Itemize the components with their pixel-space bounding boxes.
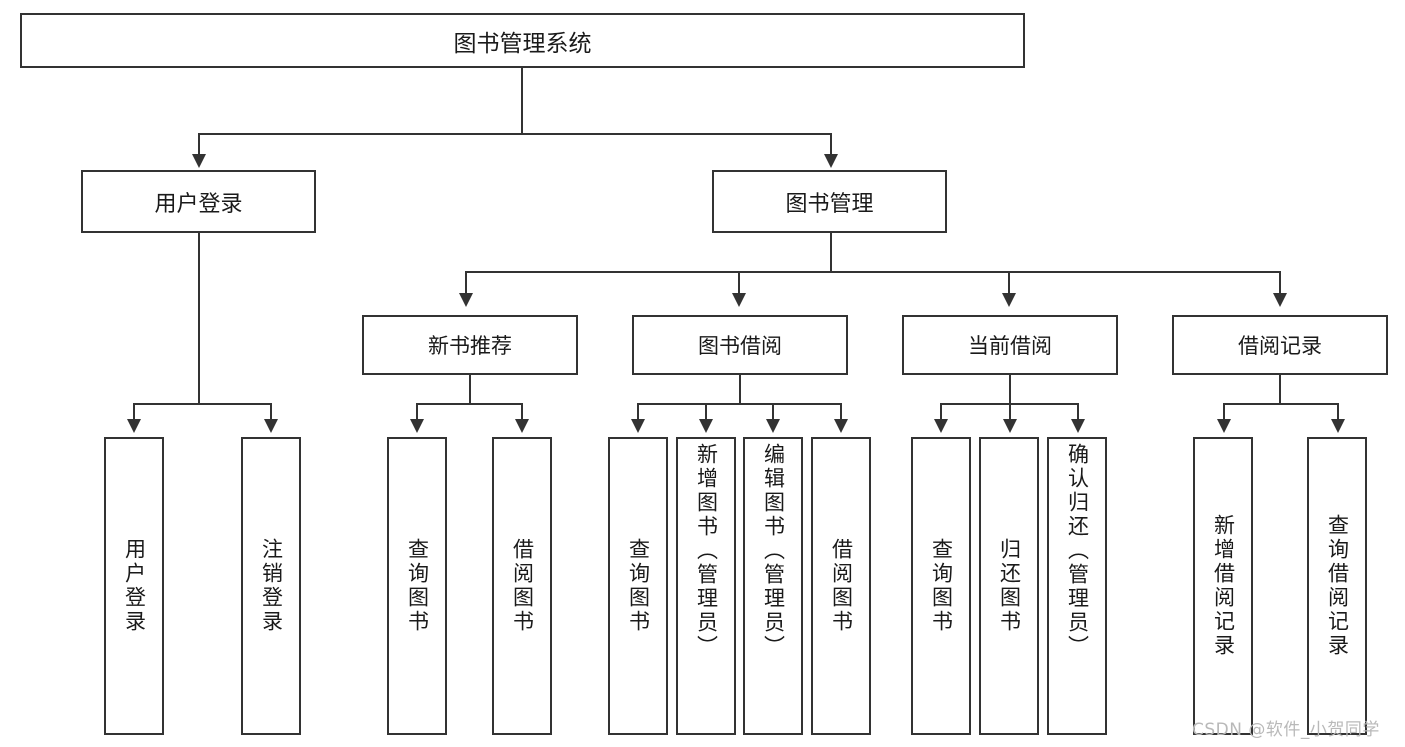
leaf-borrow-records-add-record[interactable]: 新增借阅记录 — [1193, 437, 1253, 735]
connector-book-manage-to-l3-3 — [1279, 271, 1281, 295]
node-new-book-recommend[interactable]: 新书推荐 — [362, 315, 578, 375]
node-user-login[interactable]: 用户登录 — [81, 170, 316, 233]
connector-borrow-records-stem — [1279, 375, 1281, 403]
leaf-user-login-logout[interactable]: 注销登录 — [241, 437, 301, 735]
arrow-user-login-leaf-1 — [264, 419, 278, 433]
connector-book-manage-to-l3-2 — [1008, 271, 1010, 295]
leaf-user-login-login[interactable]: 用户登录 — [104, 437, 164, 735]
connector-new-book-stem — [469, 375, 471, 403]
leaf-borrow-records-query-record[interactable]: 查询借阅记录 — [1307, 437, 1367, 735]
node-borrow-records[interactable]: 借阅记录 — [1172, 315, 1388, 375]
node-root-library-system[interactable]: 图书管理系统 — [20, 13, 1025, 68]
connector-book-borrow-bus — [637, 403, 841, 405]
connector-book-borrow-stem — [739, 375, 741, 403]
connector-user-login-bus — [133, 403, 272, 405]
connector-new-book-to-leaf-1 — [521, 403, 523, 421]
arrow-borrow-records-leaf-0 — [1217, 419, 1231, 433]
connector-user-login-to-leaf-1 — [270, 403, 272, 421]
connector-book-manage-bus — [465, 271, 1281, 273]
arrow-book-manage-l3-2 — [1002, 293, 1016, 307]
connector-current-borrow-to-leaf-0 — [940, 403, 942, 421]
arrow-book-borrow-leaf-0 — [631, 419, 645, 433]
connector-new-book-to-leaf-0 — [416, 403, 418, 421]
leaf-new-book-borrow-book[interactable]: 借阅图书 — [492, 437, 552, 735]
arrow-root-to-user-login — [192, 154, 206, 168]
connector-borrow-records-to-leaf-1 — [1337, 403, 1339, 421]
connector-current-borrow-to-leaf-1 — [1009, 403, 1011, 421]
connector-borrow-records-bus — [1223, 403, 1337, 405]
leaf-book-borrow-edit-book-admin[interactable]: 编辑图书（管理员） — [743, 437, 803, 735]
connector-current-borrow-stem — [1009, 375, 1011, 403]
arrow-current-borrow-leaf-0 — [934, 419, 948, 433]
arrow-new-book-leaf-0 — [410, 419, 424, 433]
arrow-current-borrow-leaf-1 — [1003, 419, 1017, 433]
arrow-new-book-leaf-1 — [515, 419, 529, 433]
arrow-book-manage-l3-0 — [459, 293, 473, 307]
connector-user-login-stem — [198, 233, 200, 403]
arrow-book-manage-l3-3 — [1273, 293, 1287, 307]
node-book-management[interactable]: 图书管理 — [712, 170, 947, 233]
leaf-new-book-query-book[interactable]: 查询图书 — [387, 437, 447, 735]
connector-root-stem — [521, 68, 523, 133]
arrow-book-borrow-leaf-1 — [699, 419, 713, 433]
connector-new-book-bus — [416, 403, 523, 405]
leaf-book-borrow-add-book-admin[interactable]: 新增图书（管理员） — [676, 437, 736, 735]
arrow-user-login-leaf-0 — [127, 419, 141, 433]
connector-root-to-user-login — [198, 133, 200, 156]
connector-user-login-to-leaf-0 — [133, 403, 135, 421]
connector-book-borrow-to-leaf-2 — [772, 403, 774, 421]
connector-book-manage-to-l3-0 — [465, 271, 467, 295]
leaf-book-borrow-borrow-book[interactable]: 借阅图书 — [811, 437, 871, 735]
connector-borrow-records-to-leaf-0 — [1223, 403, 1225, 421]
node-current-borrow[interactable]: 当前借阅 — [902, 315, 1118, 375]
arrow-book-borrow-leaf-3 — [834, 419, 848, 433]
connector-book-borrow-to-leaf-1 — [705, 403, 707, 421]
leaf-current-borrow-query-book[interactable]: 查询图书 — [911, 437, 971, 735]
arrow-book-borrow-leaf-2 — [766, 419, 780, 433]
connector-book-manage-to-l3-1 — [738, 271, 740, 295]
connector-book-borrow-to-leaf-3 — [840, 403, 842, 421]
connector-root-bus — [198, 133, 832, 135]
arrow-current-borrow-leaf-2 — [1071, 419, 1085, 433]
connector-book-borrow-to-leaf-0 — [637, 403, 639, 421]
connector-root-to-book-manage — [830, 133, 832, 156]
leaf-current-borrow-confirm-return-admin[interactable]: 确认归还（管理员） — [1047, 437, 1107, 735]
arrow-book-manage-l3-1 — [732, 293, 746, 307]
connector-book-manage-stem — [830, 233, 832, 271]
node-book-borrow[interactable]: 图书借阅 — [632, 315, 848, 375]
arrow-root-to-book-manage — [824, 154, 838, 168]
arrow-borrow-records-leaf-1 — [1331, 419, 1345, 433]
leaf-book-borrow-query-book[interactable]: 查询图书 — [608, 437, 668, 735]
connector-current-borrow-to-leaf-2 — [1077, 403, 1079, 421]
leaf-current-borrow-return-book[interactable]: 归还图书 — [979, 437, 1039, 735]
csdn-watermark: CSDN @软件_小贺同学 — [1192, 720, 1380, 740]
